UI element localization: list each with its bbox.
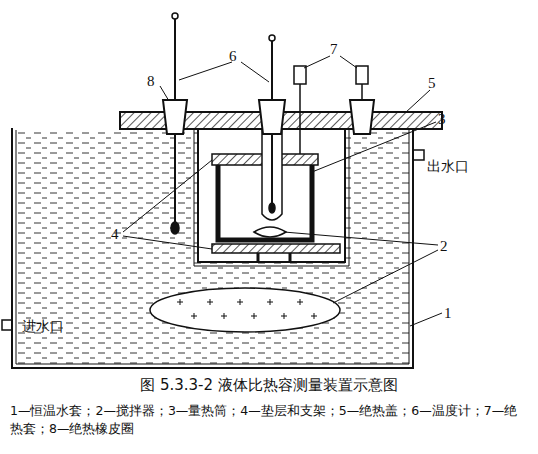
callout-number: 7	[330, 40, 338, 58]
outlet-label: 出水口	[427, 158, 469, 175]
parts-key: 1—恒温水套；2—搅拌器；3—量热筒；4—垫层和支架；5—绝热盖；6—温度计；7…	[10, 402, 528, 438]
support-legs	[258, 253, 290, 262]
stopper	[350, 100, 374, 134]
stirrer-mark	[177, 299, 183, 305]
insulating-sleeve	[356, 66, 368, 84]
callout-number: 3	[438, 110, 446, 128]
outlet-pipe	[413, 150, 424, 160]
insulating-sleeve	[294, 66, 306, 84]
stirrer-mark	[237, 299, 243, 305]
callout-number: 8	[147, 72, 155, 90]
stirrer-mark	[281, 313, 287, 319]
jacket-water	[16, 130, 409, 364]
stirrer-mark	[251, 313, 257, 319]
leader-lines	[123, 56, 442, 326]
stirrer-mark	[207, 299, 213, 305]
callout-number: 1	[444, 304, 452, 322]
inlet-label: 进水口	[22, 318, 64, 335]
stirrer-mark	[221, 313, 227, 319]
callout-number: 6	[229, 47, 237, 65]
inlet-pipe	[2, 320, 12, 330]
stopper	[259, 100, 285, 134]
bottom-pad	[212, 244, 340, 253]
stirrer-mark	[297, 299, 303, 305]
rubber-ring	[163, 100, 187, 134]
callout-number: 4	[111, 225, 119, 243]
figure-caption: 图 5.3.3-2 液体比热容测量装置示意图	[140, 376, 398, 394]
callout-number: 5	[428, 74, 436, 92]
stirrer-mark	[191, 313, 197, 319]
stirrer-mark	[311, 313, 317, 319]
stirrer-mark	[267, 299, 273, 305]
stirrer-rod	[299, 84, 301, 154]
water-jacket	[12, 128, 413, 368]
callout-number: 2	[440, 237, 448, 255]
bottom-stirrer	[150, 288, 340, 332]
vessel-stirrer	[254, 227, 286, 237]
